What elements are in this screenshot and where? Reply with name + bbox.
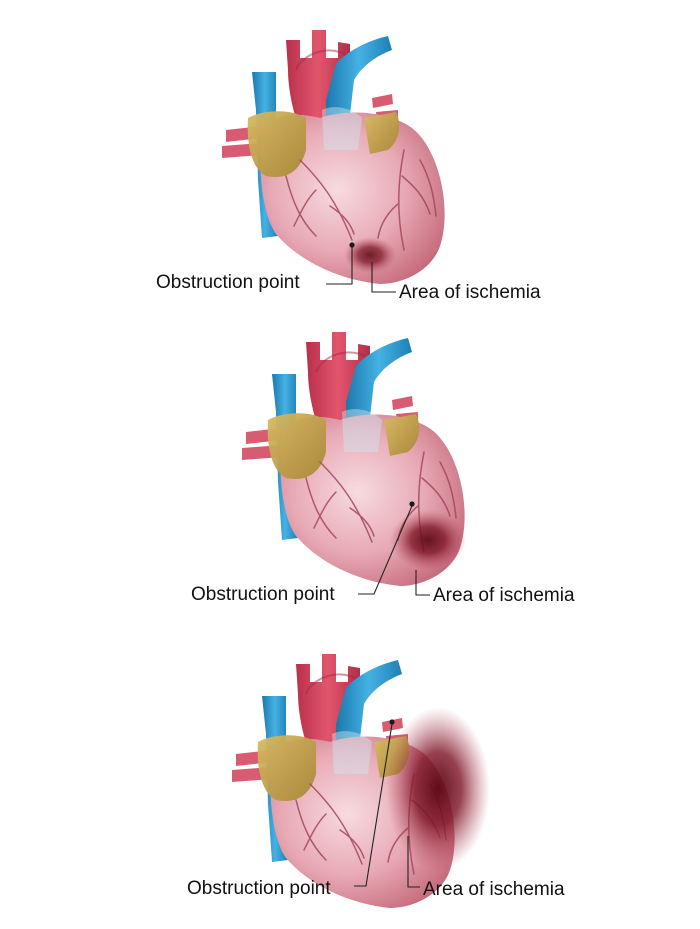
obstruction-label: Obstruction point bbox=[187, 878, 331, 899]
obstruction-label: Obstruction point bbox=[156, 272, 300, 293]
obstruction-leader bbox=[354, 723, 393, 887]
obstruction-dot-icon bbox=[349, 242, 355, 248]
panel-large-ischemia: Obstruction point Area of ischemia bbox=[0, 614, 700, 914]
obstruction-leader bbox=[358, 505, 413, 595]
ischemia-label: Area of ischemia bbox=[433, 585, 575, 606]
panel-small-ischemia: Obstruction point Area of ischemia bbox=[0, 0, 700, 303]
ischemia-leader bbox=[415, 570, 430, 596]
obstruction-label: Obstruction point bbox=[191, 584, 335, 605]
ischemia-label: Area of ischemia bbox=[399, 282, 541, 303]
heart-illustration-icon bbox=[231, 653, 490, 909]
heart-illustration-icon bbox=[221, 29, 446, 293]
obstruction-leader bbox=[326, 247, 353, 285]
obstruction-dot-icon bbox=[409, 501, 415, 507]
ischemia-area bbox=[390, 510, 466, 570]
ischemia-leader bbox=[407, 836, 420, 888]
ischemia-label: Area of ischemia bbox=[423, 879, 565, 900]
ischemia-area bbox=[344, 237, 396, 273]
obstruction-dot-icon bbox=[389, 719, 395, 725]
ischemia-area bbox=[386, 707, 490, 871]
ischemia-leader bbox=[371, 262, 396, 293]
panel-medium-ischemia: Obstruction point Area of ischemia bbox=[0, 312, 700, 612]
heart-illustration-icon bbox=[241, 331, 466, 596]
